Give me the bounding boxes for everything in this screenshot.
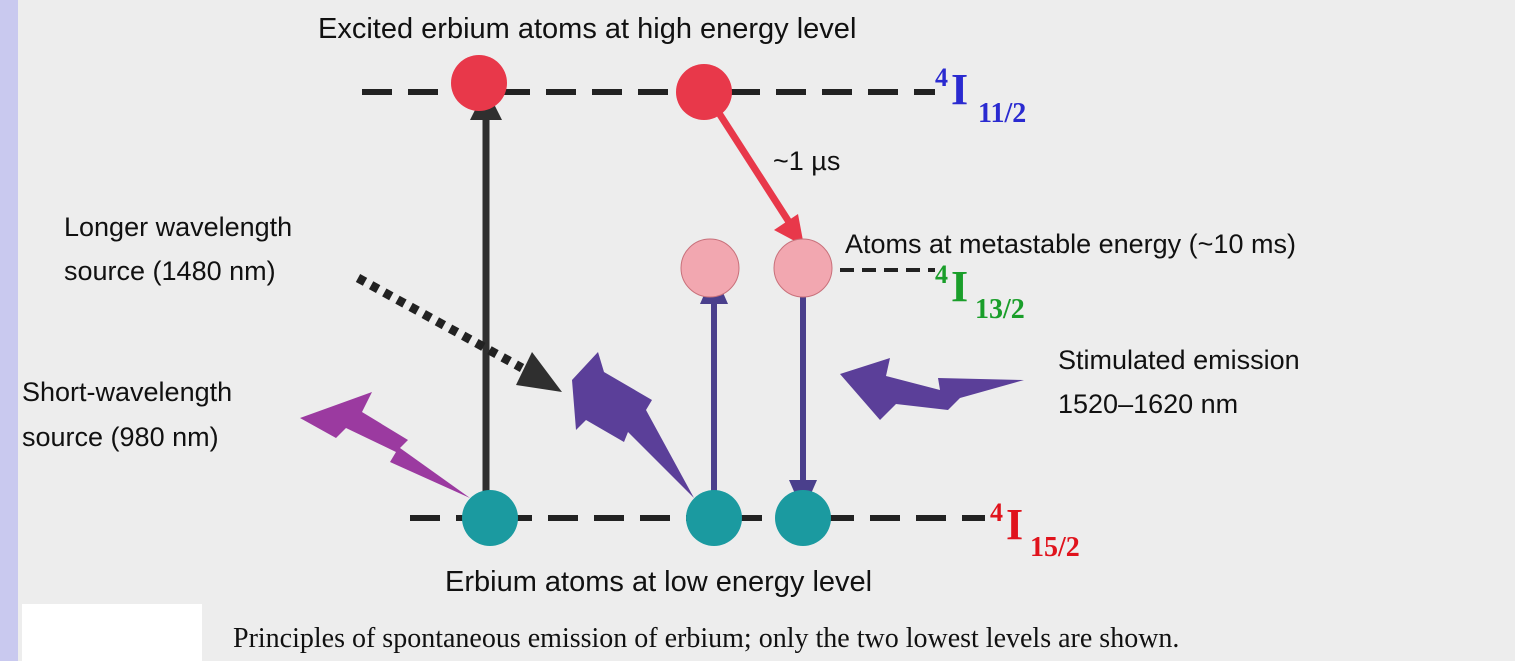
stimulated-emission-bolt xyxy=(840,358,1024,420)
level-label-meta: 4 I 13/2 xyxy=(935,260,1025,325)
metastable-label: Atoms at metastable energy (~10 ms) xyxy=(845,229,1296,259)
short-source-label-line2: source (980 nm) xyxy=(22,422,219,452)
low-atom-left xyxy=(462,490,518,546)
level-meta-sup: 4 xyxy=(935,260,948,289)
level-low-main: I xyxy=(1006,500,1023,549)
stimulated-label-line1: Stimulated emission xyxy=(1058,345,1300,375)
level-meta-main: I xyxy=(951,262,968,311)
long-source-bolt xyxy=(572,352,694,498)
figure-caption: Principles of spontaneous emission of er… xyxy=(233,623,1179,654)
short-source-label-line1: Short-wavelength xyxy=(22,377,232,407)
low-atom-middle xyxy=(686,490,742,546)
meta-atom-right xyxy=(773,238,833,298)
decay-arrow xyxy=(705,94,792,224)
long-source-label-line2: source (1480 nm) xyxy=(64,256,276,286)
high-atom-left xyxy=(451,55,507,111)
long-source-arrowhead xyxy=(516,352,562,392)
level-meta-sub: 13/2 xyxy=(975,294,1025,325)
low-level-caption: Erbium atoms at low energy level xyxy=(445,566,872,598)
decay-arrowhead xyxy=(774,214,804,246)
level-high-main: I xyxy=(951,65,968,114)
short-source-bolt xyxy=(300,392,470,498)
level-label-high: 4 I 11/2 xyxy=(935,63,1026,129)
level-high-sup: 4 xyxy=(935,63,948,92)
decay-time-label: ~1 µs xyxy=(773,146,840,176)
stimulated-label-line2: 1520–1620 nm xyxy=(1058,389,1238,419)
caption-blank-box xyxy=(22,604,202,661)
meta-atom-left xyxy=(680,238,740,298)
long-source-dotted-arrow xyxy=(355,274,525,372)
level-high-sub: 11/2 xyxy=(978,98,1026,129)
paper-panel xyxy=(18,0,1515,661)
low-atom-right xyxy=(775,490,831,546)
long-source-label-line1: Longer wavelength xyxy=(64,212,292,242)
level-label-low: 4 I 15/2 xyxy=(990,498,1080,563)
level-low-sup: 4 xyxy=(990,498,1003,527)
high-atom-right xyxy=(676,64,732,120)
level-low-sub: 15/2 xyxy=(1030,532,1080,563)
high-level-caption: Excited erbium atoms at high energy leve… xyxy=(318,13,856,45)
